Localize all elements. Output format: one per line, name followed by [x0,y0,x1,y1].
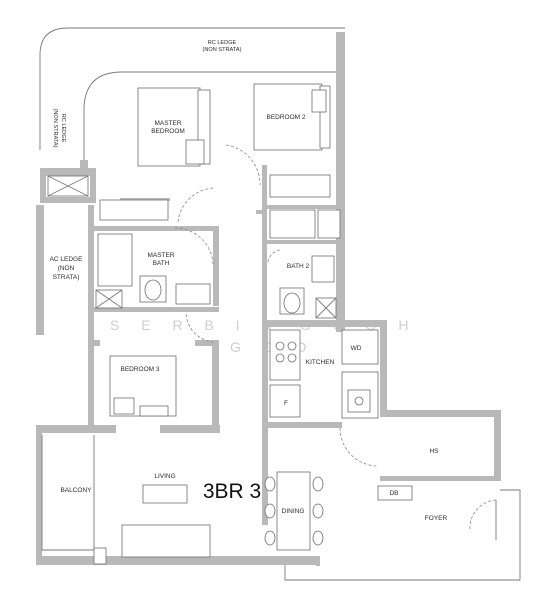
label-rc-ledge-left-2: (NON STRATA) [52,109,58,148]
master-bed [137,87,211,167]
label-living: LIVING [154,473,175,480]
label-rc-ledge-top-2: (NON STRATA) [203,47,242,53]
label-rc-ledge-left-1: RC LEDGE [60,114,66,143]
label-bedroom-2: BEDROOM 2 [266,114,305,121]
label-bedroom-3: BEDROOM 3 [120,366,159,373]
rc-ledge-outline [39,27,345,168]
label-master-bedroom-2: BEDROOM [151,128,185,135]
label-foyer: FOYER [425,515,448,522]
master-wardrobe [99,199,169,221]
label-db: DB [389,490,398,497]
door-swings [177,144,497,540]
bedroom-2-bed [253,83,331,198]
label-balcony: BALCONY [60,487,92,494]
walls [36,32,501,566]
label-rc-ledge-top-1: RC LEDGE [208,40,237,46]
label-fridge: F [284,400,288,407]
bottom-left-box [93,547,107,565]
bath-2-fixtures [269,209,341,319]
foyer-outline [284,489,521,581]
label-bath-2: BATH 2 [287,263,310,270]
label-ac-ledge-3: STRATA) [53,274,80,281]
label-hs: HS [429,448,439,455]
watermark-line-1: S E R B I N [110,317,281,333]
kitchen-fixtures [269,329,379,419]
living-furniture [121,471,413,558]
label-master-bath-2: BATH [153,260,170,267]
label-master-bath-1: MASTER [147,252,174,259]
label-dining: DINING [282,508,305,515]
unit-type-label: 3BR 3 [203,480,261,503]
label-ac-ledge-2: (NON [58,265,75,272]
label-kitchen: KITCHEN [306,359,335,366]
label-wd: WD [351,345,362,352]
bedroom-3-furniture [109,355,177,417]
label-master-bedroom-1: MASTER [154,120,181,127]
master-bath-fixtures [95,227,214,309]
balcony-outline [41,435,95,551]
label-ac-ledge-1: AC LEDGE [50,256,84,263]
